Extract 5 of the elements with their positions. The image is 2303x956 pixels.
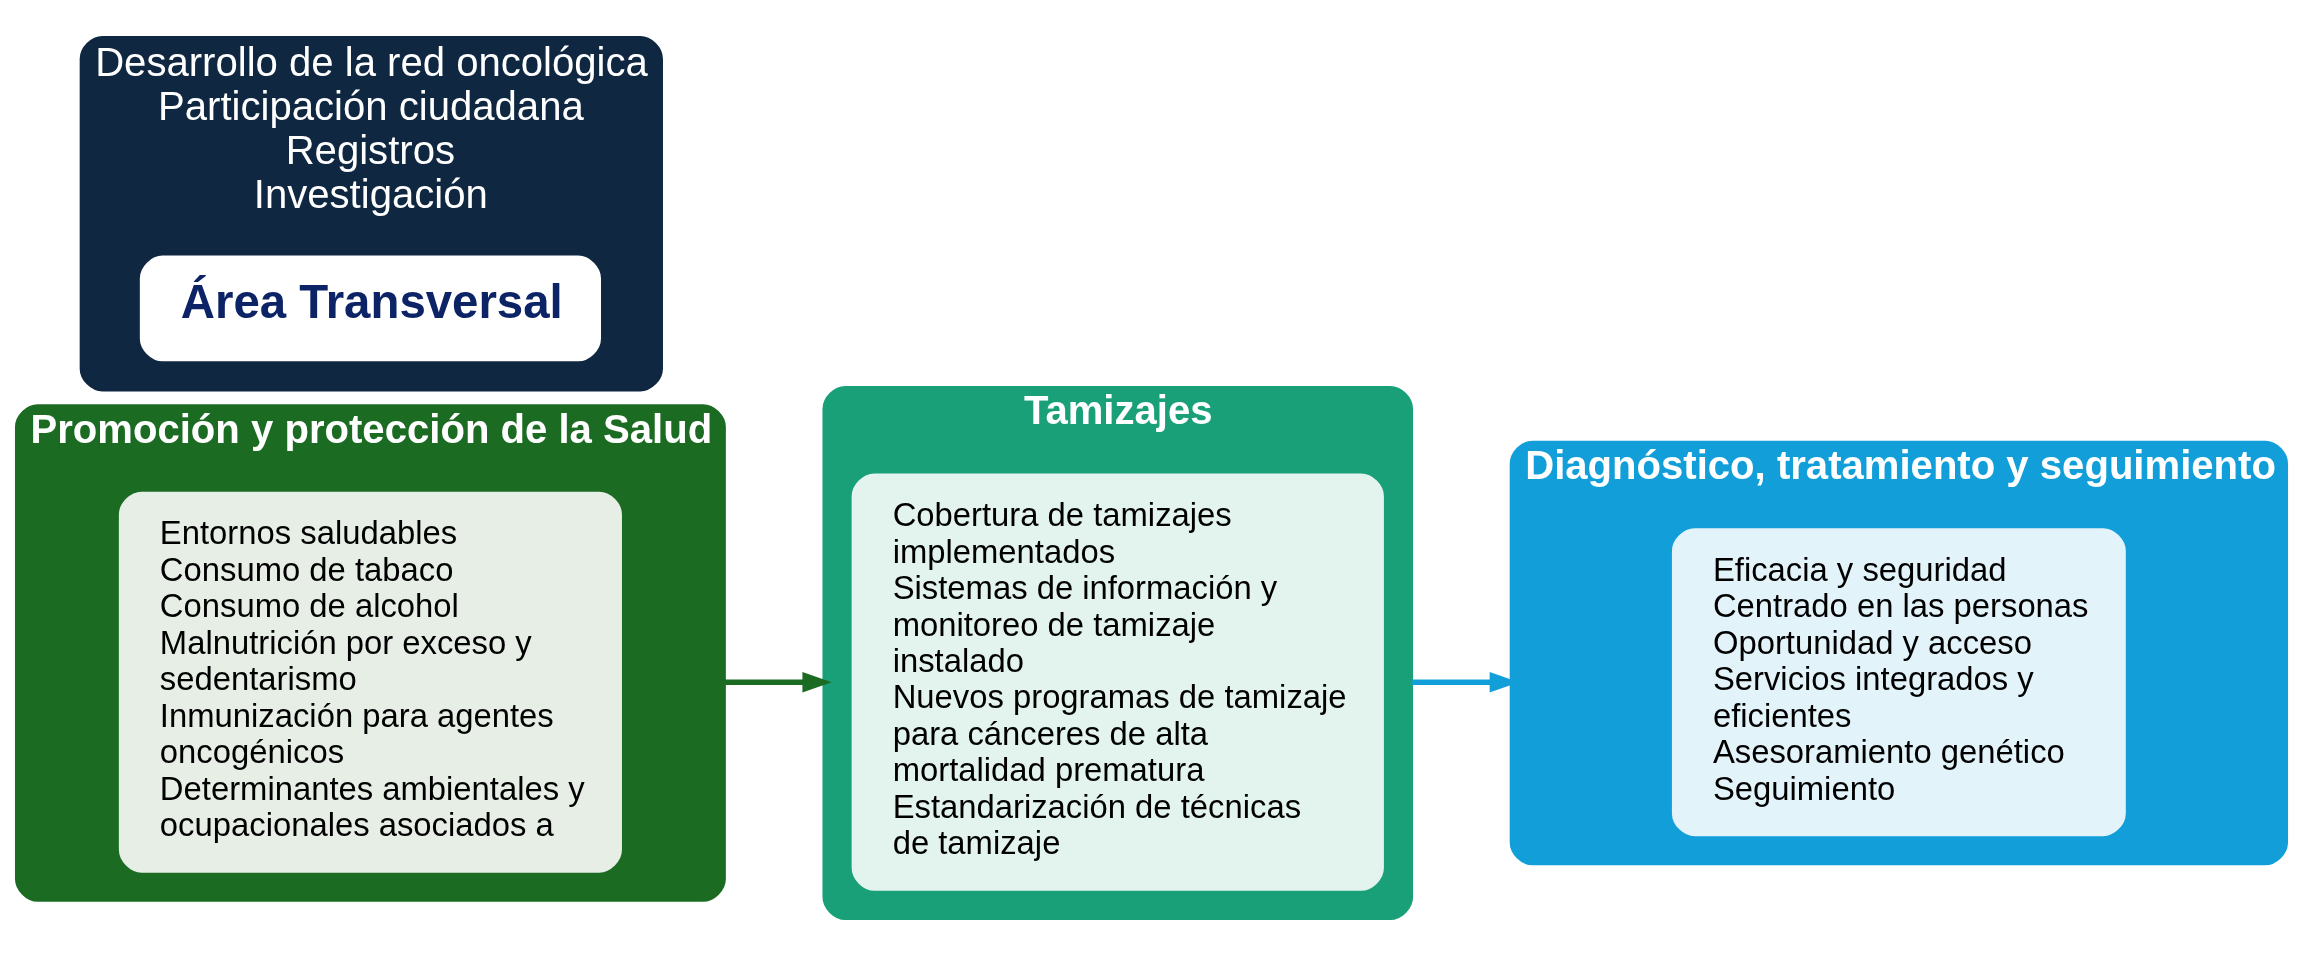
arrow	[724, 671, 832, 693]
node-box: Eficacia y seguridad Centrado en las personas Oportunidad y acceso Servicios integrados y eficientes Asesoramiento genético Seguimiento	[1671, 528, 2126, 837]
node-box: Entornos saludables Consumo de tabaco Consumo de alcohol Malnutrición por exceso y sedentarismo Inmunización para agentes oncogénicos Determinantes ambientales y ocupacionales asociados a	[118, 491, 622, 873]
node-box: Cobertura de tamizajes implementados Sistemas de información y monitoreo de tamizaje instalado Nuevos programas de tamizaje para cánceres de alta mortalidad prematura Estandarización de técnicas de tamizaje	[851, 473, 1384, 891]
node-box: Área Transversal	[139, 255, 601, 362]
